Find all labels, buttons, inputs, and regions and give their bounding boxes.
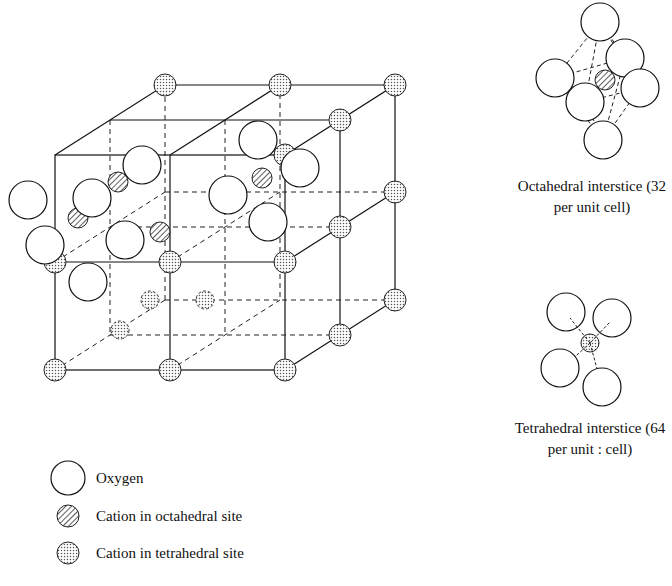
octahedral-cation xyxy=(68,168,272,242)
tetrahedral-sample xyxy=(57,542,79,564)
legend-text: Oxygen xyxy=(96,468,144,489)
hidden-tetrahedral-cation xyxy=(111,291,214,339)
octahedral-interstice xyxy=(536,3,659,159)
hidden-cube-edges xyxy=(55,85,395,370)
octahedral-sample xyxy=(57,505,79,527)
oxygen-sample xyxy=(51,461,85,495)
legend-text: Cation in tetrahedral site xyxy=(96,543,244,564)
tetrahedral-interstice xyxy=(541,293,631,406)
cube-edges xyxy=(55,85,395,370)
interstice-label: Octahedral interstice (32 per unit cell) xyxy=(516,176,668,218)
oxygen-ion xyxy=(9,121,319,301)
interstice-label: Tetrahedral interstice (64 per unit : ce… xyxy=(512,418,668,460)
legend-samples xyxy=(51,461,85,564)
tetrahedral-cation xyxy=(44,74,406,381)
legend-text: Cation in octahedral site xyxy=(96,506,242,527)
